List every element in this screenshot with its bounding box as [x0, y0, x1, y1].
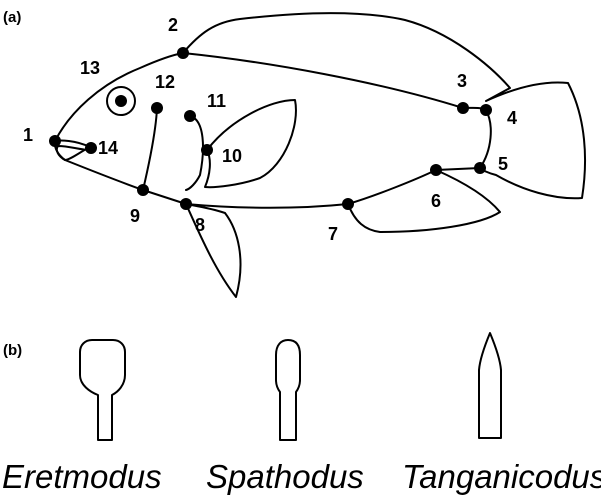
landmark-2: 2 — [168, 15, 189, 59]
landmark-3-dot — [457, 102, 469, 114]
landmark-7-label: 7 — [328, 224, 338, 244]
fish-body-outline — [55, 13, 585, 208]
landmark-12: 12 — [151, 72, 175, 114]
pectoral-fin-outline — [205, 100, 296, 187]
landmark-11-dot — [184, 110, 196, 122]
landmark-5-dot — [474, 162, 486, 174]
landmark-11-label: 11 — [207, 91, 226, 111]
landmark-7-dot — [342, 198, 354, 210]
landmark-5-label: 5 — [498, 154, 508, 174]
landmark-2-dot — [177, 47, 189, 59]
landmark-10-label: 10 — [222, 146, 242, 166]
landmark-10: 10 — [201, 144, 242, 166]
tooth-spathodus — [276, 340, 300, 440]
landmark-14-label: 14 — [98, 138, 118, 158]
panel-label-a: (a) — [3, 9, 21, 26]
anal-fin-outline — [348, 170, 500, 232]
landmark-12-label: 12 — [155, 72, 175, 92]
landmark-6-label: 6 — [431, 191, 441, 211]
tooth-eretmodus — [80, 340, 125, 440]
landmark-1-dot — [49, 135, 61, 147]
landmark-6: 6 — [430, 164, 442, 211]
landmarks: 1 2 3 4 5 6 7 8 — [23, 15, 517, 244]
landmark-3: 3 — [457, 71, 469, 114]
caudal-peduncle-line — [480, 110, 491, 168]
landmark-4-dot — [480, 104, 492, 116]
landmark-8-dot — [180, 198, 192, 210]
landmark-4: 4 — [480, 104, 517, 128]
tooth-tanganicodus — [479, 333, 501, 438]
landmark-10-dot — [201, 144, 213, 156]
landmark-8-label: 8 — [195, 215, 205, 235]
genus-label-tanganicodus: Tanganicodus — [402, 458, 601, 495]
landmark-14-dot — [85, 142, 97, 154]
landmark-2-label: 2 — [168, 15, 178, 35]
landmark-13: 13 — [80, 58, 100, 78]
opercle-line — [186, 116, 203, 190]
dorsal-fin-line — [183, 53, 486, 110]
landmark-1-label: 1 — [23, 125, 33, 145]
landmark-9-dot — [137, 184, 149, 196]
genus-label-spathodus: Spathodus — [206, 458, 364, 495]
landmark-5: 5 — [474, 154, 508, 174]
landmark-11: 11 — [184, 91, 226, 122]
landmark-13-label: 13 — [80, 58, 100, 78]
tooth-shapes — [80, 333, 501, 440]
landmark-9-label: 9 — [130, 206, 140, 226]
landmark-14: 14 — [85, 138, 118, 158]
landmark-12-dot — [151, 102, 163, 114]
landmark-1: 1 — [23, 125, 61, 147]
landmark-6-dot — [430, 164, 442, 176]
panel-label-b: (b) — [3, 342, 22, 359]
landmark-3-label: 3 — [457, 71, 467, 91]
landmark-4-label: 4 — [507, 108, 517, 128]
genus-label-eretmodus: Eretmodus — [2, 458, 162, 495]
eye-pupil — [115, 95, 127, 107]
landmark-9: 9 — [130, 184, 149, 226]
preopercle-line — [143, 108, 157, 190]
